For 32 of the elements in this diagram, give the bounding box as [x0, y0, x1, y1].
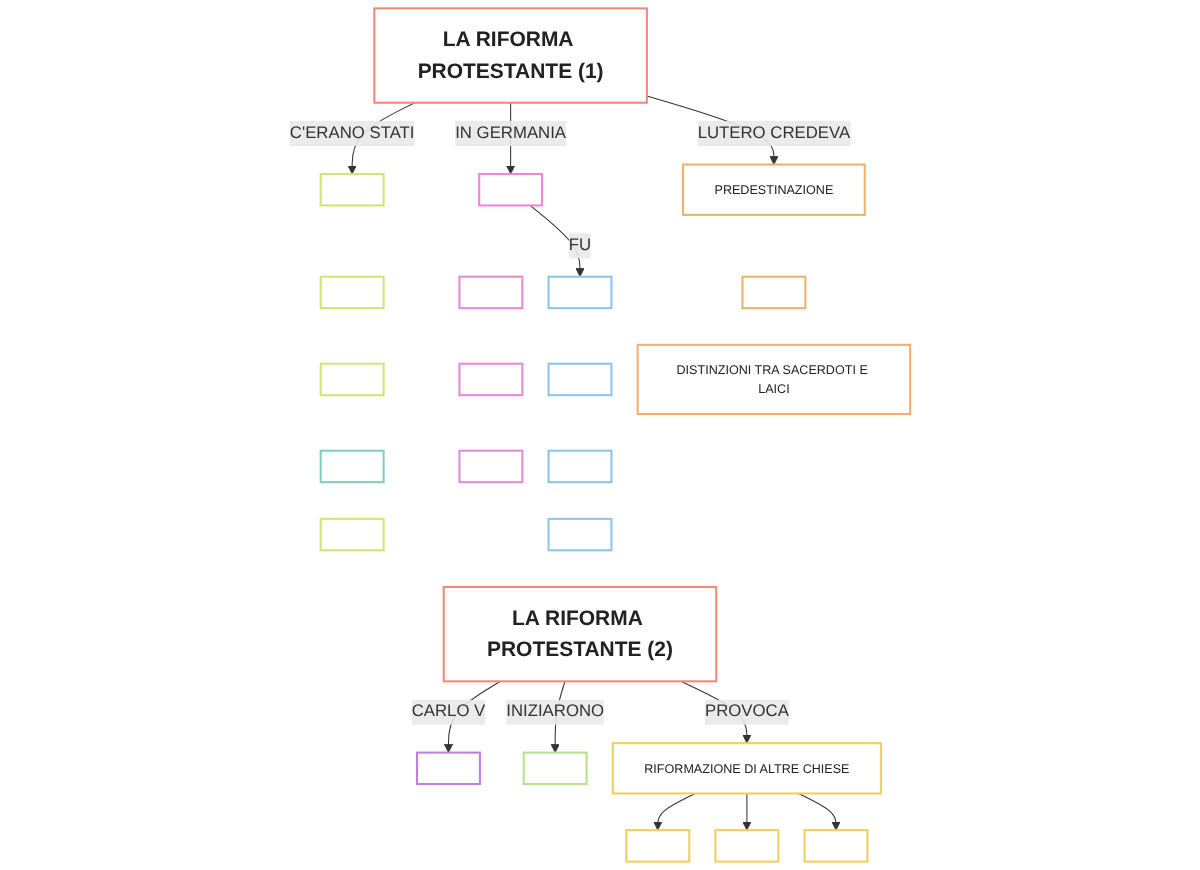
node-box [522, 751, 588, 786]
node-box [319, 275, 385, 310]
arrow [742, 792, 752, 831]
node-box [458, 275, 524, 310]
node-box [741, 275, 807, 310]
node-box [319, 449, 385, 484]
node-box [319, 362, 385, 397]
arrow [529, 204, 585, 278]
node-box [478, 172, 544, 207]
edge-label: FU [568, 236, 592, 255]
node-box [803, 829, 869, 863]
node-box [547, 275, 613, 310]
node-box [625, 829, 691, 863]
edge-label: PROVOCA [704, 702, 789, 721]
node-box [458, 449, 524, 484]
edge-label: INIZIARONO [506, 702, 605, 721]
node-box [415, 751, 481, 786]
node-box: LA RIFORMA PROTESTANTE (1) [373, 7, 648, 104]
node-box [714, 829, 780, 863]
edge-label: C'ERANO STATI [289, 124, 415, 143]
node-box [458, 362, 524, 397]
node-box [547, 362, 613, 397]
node-box: LA RIFORMA PROTESTANTE (2) [442, 585, 718, 683]
node-box [547, 449, 613, 484]
edge-label: IN GERMANIA [455, 124, 567, 143]
node-box [319, 172, 385, 207]
node-box [547, 517, 613, 552]
arrow [653, 792, 696, 831]
arrow [797, 792, 841, 831]
edge-label: LUTERO CREDEVA [697, 124, 851, 143]
edge-label: CARLO V [411, 702, 486, 721]
node-box [319, 517, 385, 552]
